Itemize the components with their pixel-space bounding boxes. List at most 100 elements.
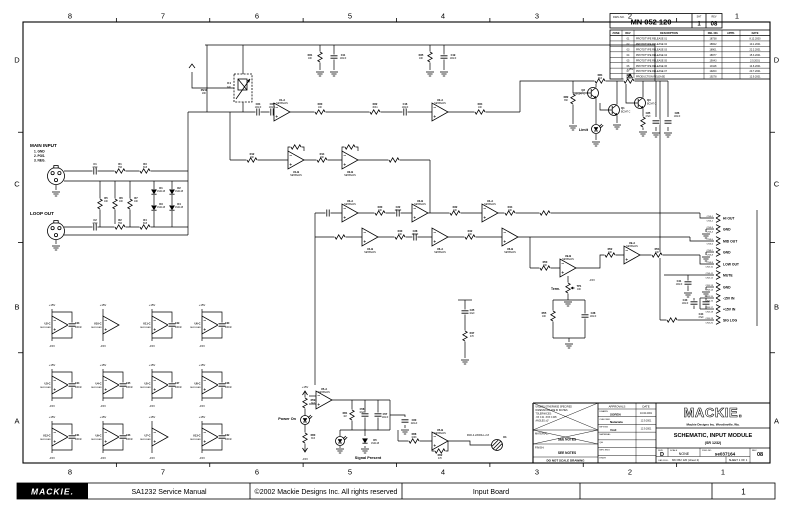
wire	[699, 213, 714, 219]
approval-role: DRAWN	[600, 410, 609, 413]
part-value: 3K3	[598, 78, 603, 80]
grid-col-label: 5	[348, 12, 352, 21]
material-value: SEE NOTES	[558, 438, 576, 442]
resistor-symbol	[126, 198, 134, 210]
capacitor-ref: C30	[225, 322, 230, 325]
capacitor-ref: C25	[126, 382, 131, 385]
part-ref: TP1	[577, 284, 582, 288]
opamp-part: NE5532AN	[40, 438, 51, 441]
opamp-ref: U2-A	[437, 98, 443, 102]
opamp-part: NE5532AN	[140, 326, 151, 329]
rail-neg-label: -15V	[100, 344, 106, 348]
part-value: 10K	[542, 316, 547, 318]
ground-symbol	[564, 301, 572, 307]
rev-table-header: REV	[625, 31, 631, 35]
capacitor-symbol	[401, 419, 409, 423]
opamp-part: NE5532AN	[190, 326, 201, 329]
part-ref: R59	[311, 398, 316, 402]
approval-role: ENGR	[600, 457, 607, 459]
opamp-ref: U3-C	[44, 382, 50, 386]
wire	[519, 80, 585, 112]
opamp-ref: U6-A	[437, 247, 443, 251]
opamp-part: NE5532AN	[91, 326, 102, 329]
ground-symbol	[440, 71, 448, 77]
grid-col-label: 1	[721, 468, 725, 477]
resistor-symbol	[461, 330, 469, 342]
capacitor-symbol	[93, 223, 97, 231]
rev-table-header: DATE	[752, 31, 759, 35]
rail-neg-label: -15V	[199, 344, 205, 348]
resistor-symbol	[604, 251, 616, 259]
opamp-ref: U3-A	[347, 199, 353, 203]
drawing-title: SCHEMATIC, INPUT MODULE	[674, 433, 753, 439]
part-value: 47pF	[92, 223, 98, 225]
opamp-ref: U6-B	[507, 247, 513, 251]
connector-pin	[715, 319, 721, 325]
rev-table-header: REL NO.	[708, 31, 719, 35]
capacitor-value: 100nF	[126, 438, 133, 441]
pin-ref: CN3-19	[705, 318, 713, 320]
resistor-symbol	[474, 108, 486, 116]
rev-row-relno: 19200	[710, 70, 718, 73]
part-value: 20K	[250, 157, 255, 159]
cad-label: CAD FILE:	[658, 459, 669, 462]
wire	[191, 72, 234, 89]
opamp-part: NE5532AN	[91, 438, 102, 441]
capacitor-ref: C27	[175, 382, 180, 385]
transistor-ref: Q1	[621, 106, 625, 110]
diode-symbol	[169, 205, 175, 211]
grid-col-label: 2	[628, 468, 632, 477]
opamp-ref: U4-C	[95, 382, 101, 386]
ground-symbol	[565, 343, 573, 349]
rail-neg-label: -15V	[302, 457, 308, 461]
diode-symbol	[169, 189, 175, 195]
sheet-label: SHT	[697, 16, 702, 19]
part-value: 100nF	[676, 284, 683, 286]
capacitor-value: 100nF	[75, 326, 82, 329]
capacitor-symbol	[270, 108, 274, 116]
term-label: Term.	[551, 287, 560, 291]
wire	[599, 103, 607, 111]
capacitor-symbol	[168, 383, 176, 387]
opamp-symbol	[102, 427, 120, 447]
pin-ref: CN3-7	[707, 250, 714, 252]
connector-pin	[715, 286, 721, 292]
part-value: 6K8	[143, 223, 148, 225]
part-ref: R44	[508, 205, 513, 209]
opamp-ref: U9-A	[629, 241, 635, 245]
opamp-symbol	[201, 427, 219, 447]
rev-row-desc: PROTOTYPE RELEASE 01	[636, 38, 668, 41]
grid-row-label: A	[14, 417, 19, 426]
rev-table-header: ZONE	[612, 31, 619, 35]
capacitor-ref: C23	[75, 322, 80, 325]
capacitor-symbol	[326, 209, 330, 217]
part-value: 10K	[104, 201, 109, 203]
opamp-ref: U10-C	[94, 322, 102, 326]
part-ref: R24	[478, 102, 483, 106]
pin-ref: CN3-4	[707, 232, 714, 234]
capacitor-value: 100nF	[126, 386, 133, 389]
part-value: 20K	[543, 265, 548, 267]
tolerance-note-line: ANGLES ±1°	[536, 420, 549, 423]
opamp-symbol	[273, 102, 291, 122]
pin-ref: CN3-2	[707, 221, 714, 223]
part-ref: R42	[468, 229, 473, 233]
rev-row-desc: PROTOTYPE RELEASE 07	[636, 70, 668, 73]
capacitor-symbol	[119, 383, 127, 387]
capacitor-symbol	[690, 301, 698, 305]
pin-ref: CN3-16	[705, 301, 713, 303]
rail-neg-label: -15V	[49, 344, 55, 348]
capacitor-symbol	[218, 435, 226, 439]
grid-col-label: 4	[441, 468, 445, 477]
no-scale-note: DO NOT SCALE DRAWING	[547, 459, 586, 463]
grid-row-label: D	[14, 56, 20, 65]
rev-value-tb: 08	[757, 452, 763, 458]
part-value: 10K	[655, 252, 660, 254]
material-label: MATERIAL:	[535, 432, 549, 436]
rail-pos-label: +15V	[149, 363, 156, 367]
part-ref: R55	[542, 311, 547, 315]
rev-row-date: 22.2.2001	[749, 48, 761, 51]
part-value: 100nF	[269, 107, 276, 109]
